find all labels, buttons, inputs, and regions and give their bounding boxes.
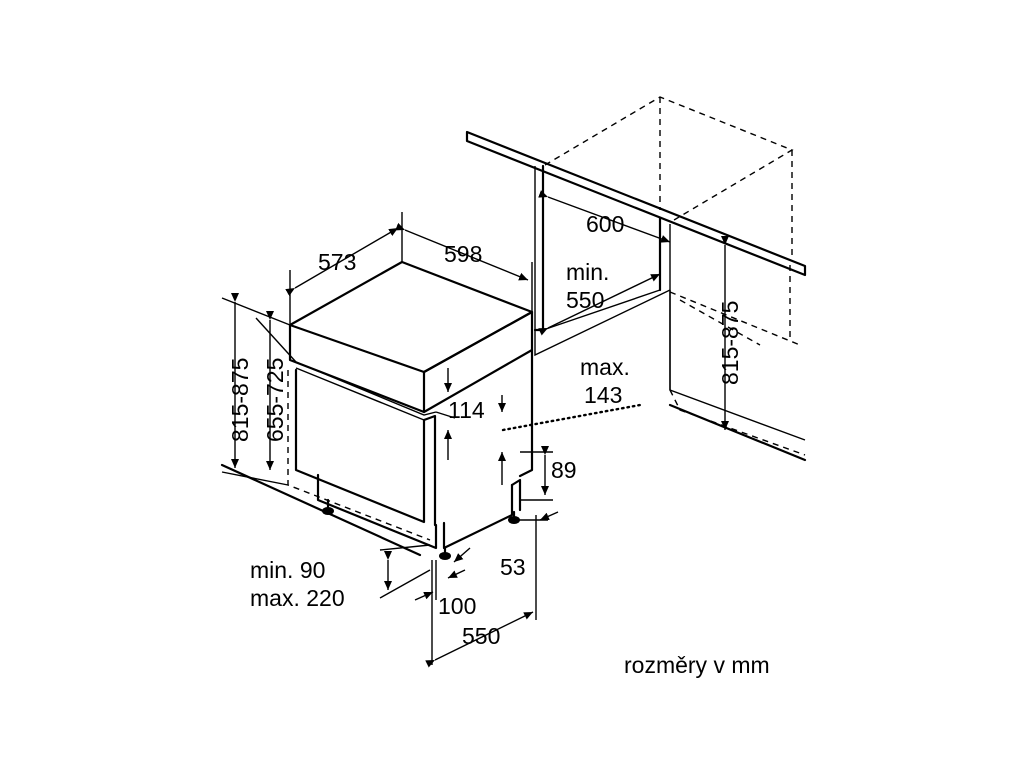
label-min-90: min. 90	[250, 557, 325, 583]
label-815-875-left: 815-875	[227, 358, 253, 442]
label-600: 600	[586, 211, 624, 237]
label-598: 598	[444, 241, 482, 267]
label-53: 53	[500, 554, 526, 580]
label-550-bottom: 550	[462, 623, 500, 649]
label-niche-550: 550	[566, 287, 604, 313]
label-max-220: max. 220	[250, 585, 345, 611]
dimension-labels: 573 598 815-875 655-725 114 max. 143 89 …	[227, 211, 770, 678]
dimension-lines	[221, 190, 729, 668]
label-niche-min: min.	[566, 259, 609, 285]
label-100: 100	[438, 593, 476, 619]
units-note: rozměry v mm	[624, 652, 770, 678]
label-max: max.	[580, 354, 630, 380]
installation-niche	[465, 96, 807, 462]
label-655-725: 655-725	[262, 358, 288, 442]
label-89: 89	[551, 457, 577, 483]
label-573: 573	[318, 249, 356, 275]
label-143: 143	[584, 382, 622, 408]
label-815-875-right: 815-875	[717, 301, 743, 385]
label-114: 114	[448, 397, 485, 423]
